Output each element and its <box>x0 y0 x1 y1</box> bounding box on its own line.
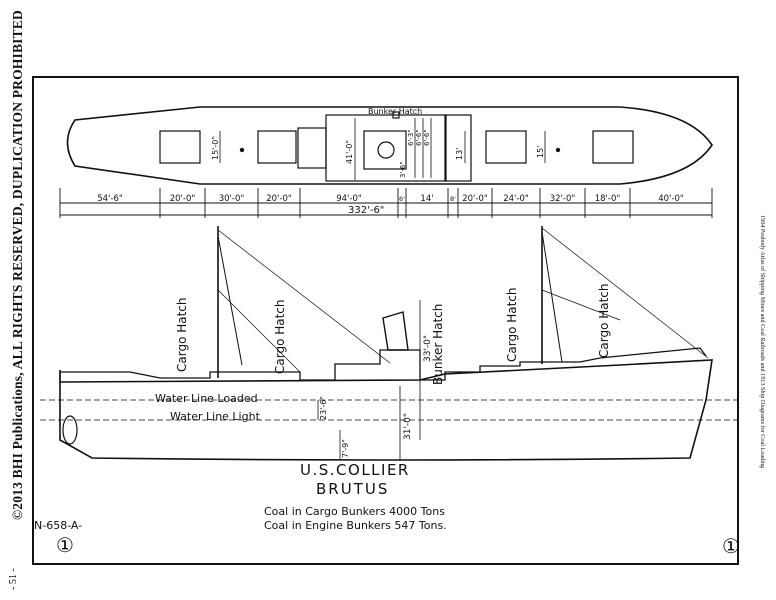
deck-outline <box>66 106 713 185</box>
hatch-2 <box>257 130 297 164</box>
segment-dim: 30'-0" <box>219 194 245 204</box>
cargo-line-1: Coal in Cargo Bunkers 4000 Tons <box>264 505 445 518</box>
hatch-dim-1: 15'-0" <box>211 136 220 160</box>
hatch-label-2: Cargo Hatch <box>273 299 287 374</box>
segment-dim: 18'-0" <box>595 194 621 204</box>
bunker-dim-4: 3'-6" <box>399 161 407 178</box>
hatch-dim-4: 15' <box>536 146 545 158</box>
hatch-label-4: Cargo Hatch <box>505 287 519 362</box>
hatch-label-1: Cargo Hatch <box>175 297 189 372</box>
depth-dim-2: 31'-0" <box>403 413 413 440</box>
circle-mark-left: ① <box>56 533 74 557</box>
hatch-dim-3: 13' <box>455 148 464 160</box>
segment-dim: 20'-0" <box>266 194 292 204</box>
hatch-3 <box>485 130 527 164</box>
title-line-2: BRUTUS <box>316 480 389 498</box>
segment-dim: 6' <box>399 195 405 203</box>
propeller <box>62 415 78 445</box>
depth-dim-1: 33'-0" <box>423 335 433 362</box>
cargo-line-2: Coal in Engine Bunkers 547 Tons. <box>264 519 447 532</box>
hatch-dim-2: 41'-0" <box>345 140 354 164</box>
bunker-dim-3: 6'-6" <box>423 129 431 146</box>
deck-plan: Bunker Hatch 15'-0" 41'-0" 13' 15' 6'-3"… <box>66 106 713 185</box>
circle-mark-right: ① <box>722 534 740 558</box>
title-block: U.S.COLLIER BRUTUS Coal in Cargo Bunkers… <box>34 461 740 558</box>
bunker-dim-1: 6'-3" <box>407 129 415 146</box>
aft-casing <box>444 114 472 182</box>
funnel-circle <box>377 141 395 159</box>
segment-dim: 20'-0" <box>170 194 196 204</box>
bunker-hatch-small <box>392 111 400 119</box>
waterline-light-label: Water Line Light <box>170 410 261 423</box>
hatch-2-casing <box>297 127 327 169</box>
segment-dim: 40'-0" <box>658 194 684 204</box>
mast-point-1 <box>239 147 245 153</box>
drawing-border <box>32 76 739 565</box>
segment-dim: 54'-6" <box>97 194 123 204</box>
hatch-label-5: Cargo Hatch <box>597 283 611 358</box>
segment-dim: 32'-0" <box>550 194 576 204</box>
waterline-loaded-label: Water Line Loaded <box>155 392 258 405</box>
side-profile: Cargo Hatch Cargo Hatch Bunker Hatch Car… <box>40 226 738 461</box>
segment-dim: 14' <box>420 194 433 204</box>
hatch-label-3: Bunker Hatch <box>431 304 445 385</box>
segment-dim: 24'-0" <box>503 194 529 204</box>
dimension-chain: 54'-6" 20'-0" 30'-0" 20'-0" 94'-0" 6' 14' 8' 20'… <box>59 188 713 218</box>
title-line-1: U.S.COLLIER <box>300 461 410 479</box>
bunker-dim-2: 6'-6" <box>415 129 423 146</box>
hatch-4 <box>592 130 634 164</box>
drawing-number: N-658-A- <box>34 519 82 532</box>
bunker-hatch-block <box>363 130 407 170</box>
hull-outline <box>59 359 713 461</box>
mast-point-2 <box>555 147 561 153</box>
segment-dim: 20'-0" <box>462 194 488 204</box>
depth-dim-4: 7'-9" <box>341 439 350 458</box>
engine-casing <box>325 114 447 182</box>
bunker-hatch-label: Bunker Hatch <box>368 107 422 116</box>
segment-dim: 94'-0" <box>336 194 362 204</box>
overall-length: 332'-6" <box>348 205 384 216</box>
depth-dim-3: 23'-6" <box>319 396 328 420</box>
segment-dim: 8' <box>450 195 456 203</box>
hatch-1 <box>159 130 201 164</box>
funnel <box>382 311 409 351</box>
